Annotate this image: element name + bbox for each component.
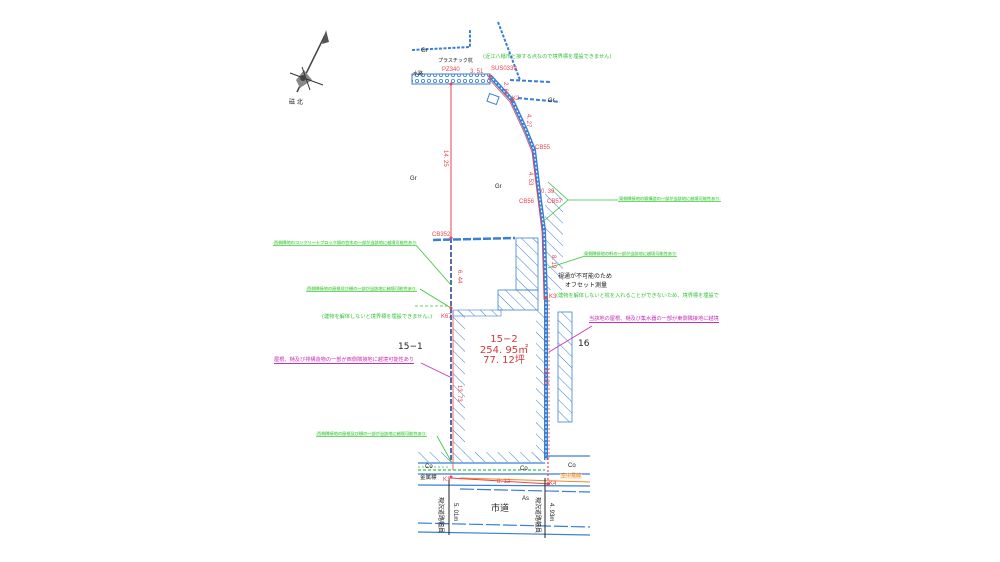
note-east-roof: 東側隣接地の軒の一部が当該地に越境可能性あり xyxy=(583,251,678,258)
note-top-boundary: (近江八幡市と接する点なので境界標を埋設できません) xyxy=(483,54,612,60)
surface-co-1: Co xyxy=(520,466,528,472)
point-sus0339: SUS0339 xyxy=(491,66,517,72)
distance-2-65: 2. 65 xyxy=(502,82,508,96)
point-k3: K3 xyxy=(549,294,557,300)
distance-14-25: 14. 25 xyxy=(442,150,448,167)
note-k3: (建物を解体しないと杭を入れることができないため、境界標を埋設で xyxy=(556,293,719,299)
distance-8-12: 8. 12 xyxy=(497,479,511,485)
point-cb56: CB56 xyxy=(519,199,535,205)
point-k4: K4 xyxy=(549,481,557,487)
note-west-roof: 西側隣接地の屋根及び樋の一部が当該地に越境可能性あり xyxy=(306,286,417,293)
water-channel-label: 水路 xyxy=(413,71,424,77)
surface-gr-1: Gr xyxy=(421,48,428,54)
distance-13-73: 13. 73 xyxy=(456,385,462,402)
lot-16: 16 xyxy=(578,339,590,349)
point-pz340: PZ340 xyxy=(442,67,460,73)
point-k1: K1 xyxy=(443,477,451,483)
building-hatch xyxy=(418,190,573,462)
note-east-encroach: 当該地の屋根、樋及び集水器の一部が東側隣接地に越境 xyxy=(589,316,719,324)
surface-as: As xyxy=(522,496,530,502)
air-wire-label: 空中電線 xyxy=(560,473,583,479)
parcel-number: 15−2 xyxy=(490,334,518,345)
west-road-width: 5. 01m xyxy=(452,503,458,522)
surface-gr-3: Gr xyxy=(410,176,417,182)
parcel-area-m2: 254. 95㎡ xyxy=(479,344,529,356)
point-k2: K2 xyxy=(512,96,520,102)
point-cb55: CB55 xyxy=(535,145,551,151)
road-lines xyxy=(417,455,591,538)
magnetic-north-label: 磁 北 xyxy=(289,99,303,106)
west-boundary xyxy=(432,84,516,470)
offset-note-1: 視通が不可能のため xyxy=(558,274,613,280)
point-cb352: CB352 xyxy=(432,232,451,238)
distance-8-19: 8. 19 xyxy=(550,255,556,269)
east-road-width-label: 現況道路幅員 xyxy=(534,497,540,534)
surface-gr-4: Gr xyxy=(495,184,502,190)
magenta-leaders xyxy=(420,325,593,379)
note-west-encroach: 屋根、樋及び排構造物の一部が西側隣接地に越境可能性あり xyxy=(274,357,415,365)
west-road-width-label: 現況道路幅員 xyxy=(437,497,443,534)
note-south-west: 西側隣接地の屋根及び樋の一部が当該地に越境可能性あり xyxy=(316,431,427,438)
note-east-cb: 東側隣接地の塀構造の一部が当該地に越境可能性あり xyxy=(618,196,721,203)
top-fences xyxy=(411,21,561,103)
surface-gr-2: Gr xyxy=(548,98,555,104)
city-road-label: 市道 xyxy=(491,504,510,514)
surface-co-2: Co xyxy=(425,464,433,470)
lot-15-1: 15−1 xyxy=(398,342,423,352)
note-leaders xyxy=(414,181,620,468)
distance-6-44: 6. 44 xyxy=(456,270,462,284)
metal-mark-label: 金属標 xyxy=(420,475,437,481)
parcel-area-tsubo: 77. 12坪 xyxy=(483,355,525,366)
boundary-points xyxy=(449,74,550,486)
point-k67: K67 xyxy=(441,314,452,320)
surface-co-3: Co xyxy=(568,463,576,469)
note-west-block: 西側隣地のコンクリートブロック塀の笠木の一部が当該地に越境可能性あり xyxy=(273,240,418,247)
distance-4-27: 4. 27 xyxy=(525,114,531,128)
east-road-width: 4. 93m xyxy=(548,503,554,522)
distance-3-51: 3. 51 xyxy=(470,69,484,75)
offset-note-2: オフセット測量 xyxy=(565,283,608,289)
plastic-stake-label: プラスチック杭 xyxy=(438,58,473,64)
note-k67: (建物を解体しないと境界標を埋設できません。) xyxy=(322,314,433,320)
point-cb57: CB57 xyxy=(547,199,563,205)
distance-0-39: 0. 39 xyxy=(541,189,555,195)
distance-16-15: 16. 15 xyxy=(542,368,548,385)
north-arrow-icon xyxy=(289,30,329,93)
distance-4-53: 4. 53 xyxy=(527,172,533,186)
parcel-info: 15−2 254. 95㎡ 77. 12坪 xyxy=(472,334,536,367)
